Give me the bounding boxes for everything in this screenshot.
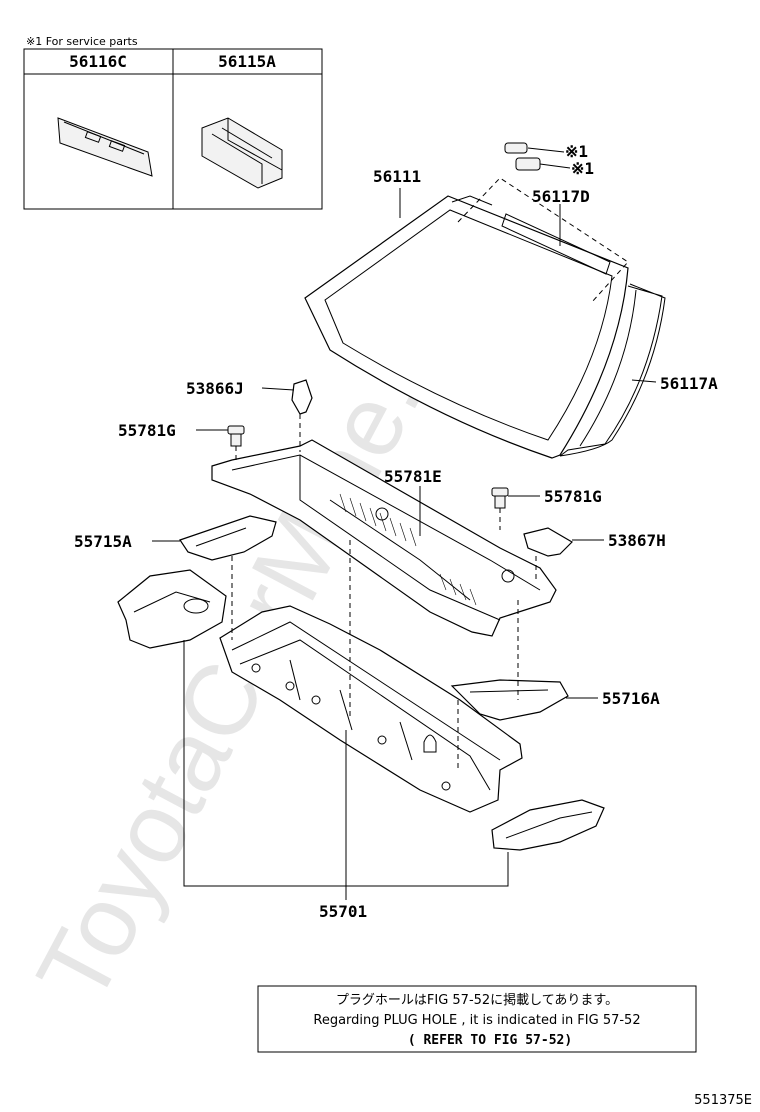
callout-55701[interactable]: 55701 — [319, 902, 367, 921]
note-line-en: Regarding PLUG HOLE , it is indicated in… — [313, 1013, 640, 1028]
figure-id: 551375E — [694, 1093, 752, 1108]
part-56116c-drawing — [57, 117, 153, 177]
windshield-glass[interactable] — [304, 195, 629, 459]
brace-55715a[interactable] — [179, 515, 277, 561]
callout-56117a[interactable]: 56117A — [660, 374, 718, 393]
note-line-jp: プラグホールはFIG 57-52に掲載してあります。 — [336, 992, 618, 1008]
clip-55781g-left[interactable] — [227, 425, 245, 447]
service-part-56116c[interactable]: 56116C — [69, 52, 127, 71]
cowl-panel-55701[interactable] — [219, 605, 523, 813]
note-refer-link[interactable]: ( REFER TO FIG 57-52) — [408, 1033, 572, 1048]
service-parts-note: ※1 For service parts — [26, 35, 138, 48]
molding-56117d[interactable] — [501, 213, 611, 275]
callout-mark-1b: ※1 — [571, 159, 594, 178]
clip-55781g-right[interactable] — [491, 487, 509, 509]
callout-55716a[interactable]: 55716A — [602, 689, 660, 708]
brace-55716a[interactable] — [450, 679, 569, 721]
service-parts-table: 56116C 56115A — [23, 48, 323, 210]
callout-mark-1a: ※1 — [565, 142, 588, 161]
part-56115a-drawing — [201, 117, 283, 189]
cowl-top-panel[interactable] — [211, 439, 557, 637]
service-part-56115a[interactable]: 56115A — [218, 52, 276, 71]
cowl-side-bracket-left[interactable] — [117, 569, 227, 649]
molding-56117a[interactable] — [451, 195, 666, 457]
callout-56117d[interactable]: 56117D — [532, 187, 590, 206]
callout-56111[interactable]: 56111 — [373, 167, 421, 186]
clip-parts[interactable] — [504, 142, 541, 171]
callout-53866j[interactable]: 53866J — [186, 379, 244, 398]
callout-55781e[interactable]: 55781E — [384, 467, 442, 486]
seal-53866j[interactable] — [291, 379, 313, 415]
callout-55781g-left[interactable]: 55781G — [118, 421, 176, 440]
callout-53867h[interactable]: 53867H — [608, 531, 666, 550]
cowl-vent-grille — [339, 493, 477, 606]
callout-55781g-right[interactable]: 55781G — [544, 487, 602, 506]
cowl-side-bracket-right[interactable] — [491, 799, 605, 851]
callout-55715a[interactable]: 55715A — [74, 532, 132, 551]
note-box: プラグホールはFIG 57-52に掲載してあります。 Regarding PLU… — [257, 985, 697, 1053]
seal-53867h[interactable] — [523, 527, 573, 557]
